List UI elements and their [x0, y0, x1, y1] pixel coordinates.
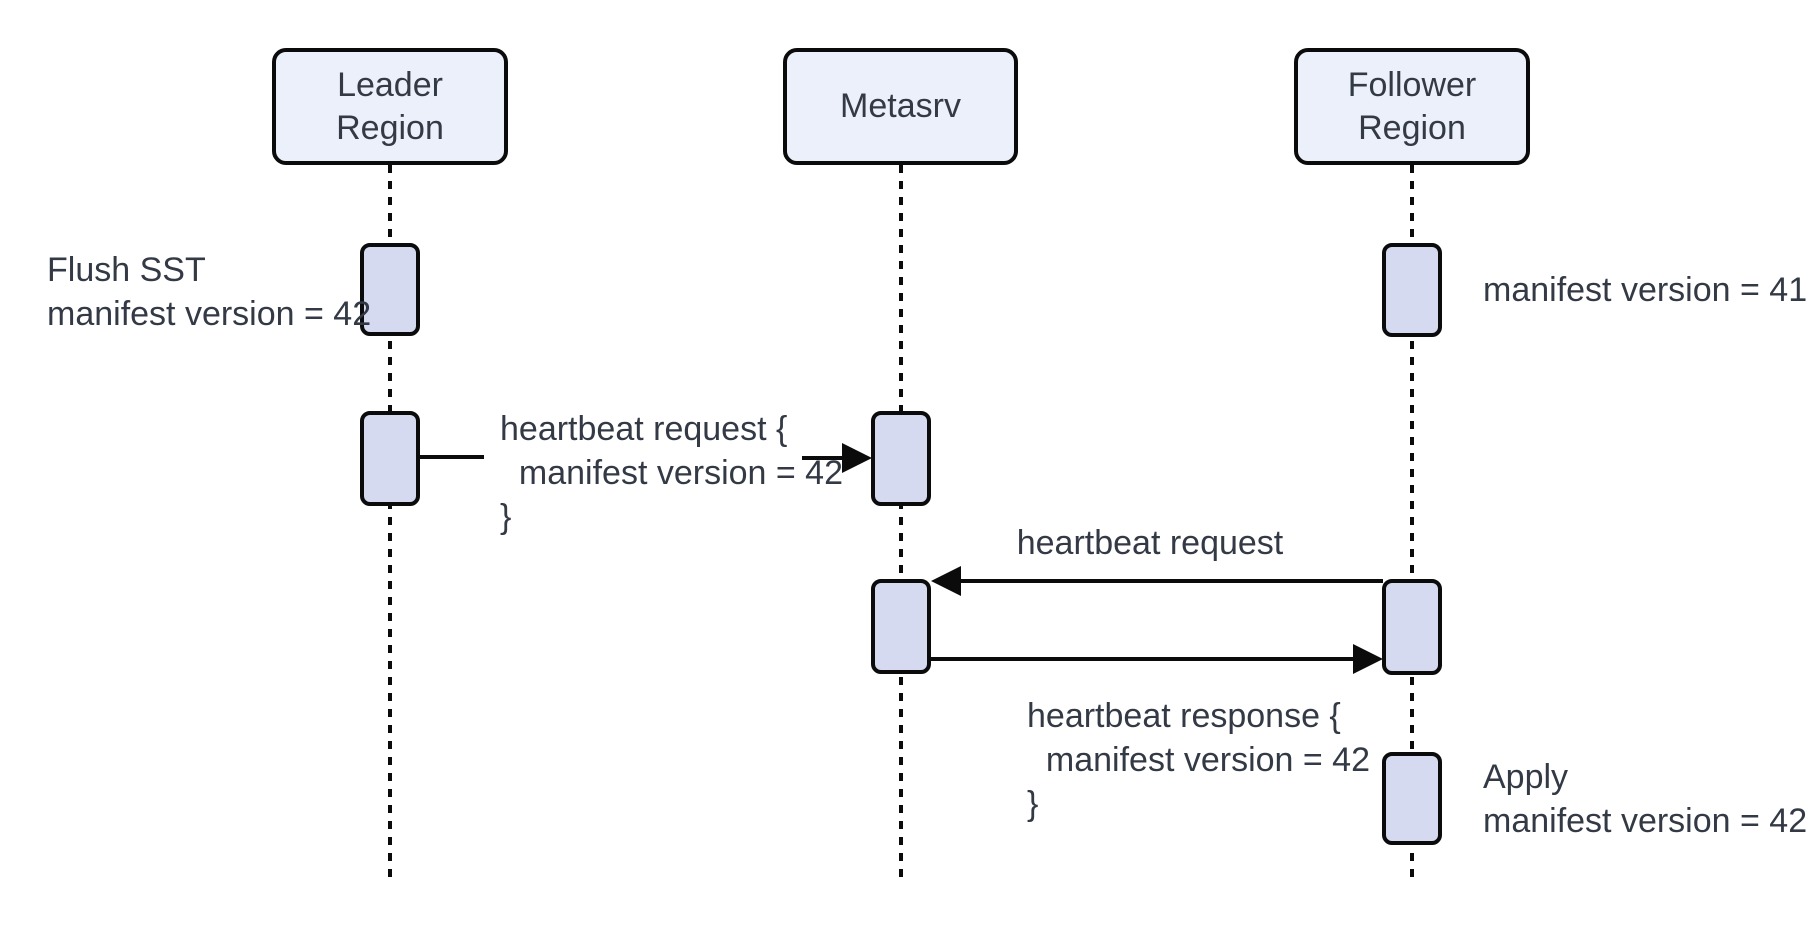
message-label-heartbeat-response: heartbeat response { manifest version = … — [1027, 697, 1371, 823]
activation-metasrv-receive-leader-heartbeat — [871, 411, 931, 506]
activation-follower-apply — [1382, 752, 1442, 845]
lifeline-follower-region — [1410, 165, 1414, 880]
arrowhead-left — [931, 566, 961, 596]
participant-follower-region: Follower Region — [1294, 48, 1530, 165]
message-label-leader-heartbeat-request: heartbeat request { manifest version = 4… — [500, 410, 844, 536]
activation-leader-send-heartbeat — [360, 411, 420, 506]
activation-metasrv-handle-follower-heartbeat — [871, 579, 931, 674]
note-flush-sst: Flush SST manifest version = 42 — [47, 251, 372, 333]
note-apply-manifest: Apply manifest version = 42 — [1483, 758, 1808, 840]
arrow-follower-heartbeat-request — [931, 566, 1383, 596]
activation-leader-flush-sst — [360, 243, 420, 336]
note-follower-manifest-version: manifest version = 41 — [1483, 271, 1808, 309]
lifeline-metasrv — [899, 165, 903, 880]
lifeline-leader-region — [388, 165, 392, 880]
activation-follower-send-heartbeat — [1382, 579, 1442, 675]
activation-follower-manifest-41 — [1382, 243, 1442, 337]
arrowhead-right — [842, 443, 872, 473]
arrowhead-right — [1353, 644, 1383, 674]
participant-leader-region: Leader Region — [272, 48, 508, 165]
arrow-heartbeat-response — [931, 644, 1383, 674]
participant-metasrv: Metasrv — [783, 48, 1018, 165]
message-label-follower-heartbeat-request: heartbeat request — [1016, 524, 1284, 562]
